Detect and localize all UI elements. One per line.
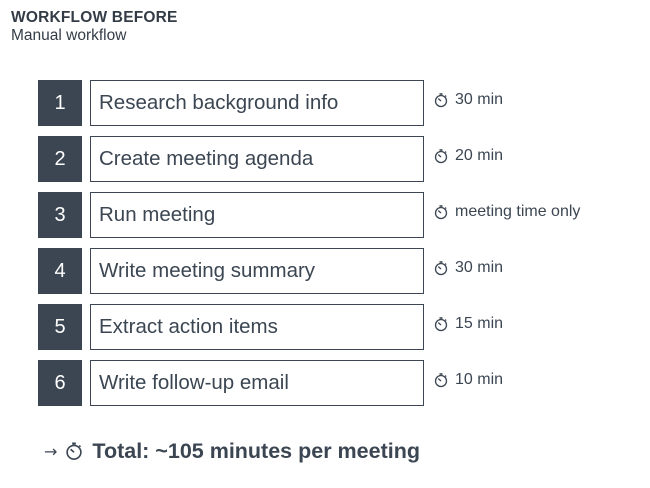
step-box: Write meeting summary [90, 248, 424, 294]
stopwatch-icon [433, 204, 449, 220]
step-label: Write follow-up email [99, 371, 289, 394]
step-duration: 15 min [433, 304, 503, 344]
step-box: Run meeting [90, 192, 424, 238]
step-duration-text: 15 min [455, 315, 504, 332]
stopwatch-icon [433, 92, 449, 108]
stopwatch-icon [433, 260, 449, 276]
stopwatch-icon [64, 441, 84, 461]
step-number-badge: 1 [38, 80, 82, 126]
step-box: Create meeting agenda [90, 136, 424, 182]
step-box: Write follow-up email [90, 360, 424, 406]
stopwatch-icon [433, 372, 449, 388]
step-duration-text: 30 min [455, 259, 504, 276]
step-label: Create meeting agenda [99, 147, 314, 170]
step-duration-text: 30 min [455, 91, 504, 108]
step-duration: meeting time only [433, 192, 580, 232]
step-label: Write meeting summary [99, 259, 316, 282]
stopwatch-icon [433, 148, 449, 164]
step-duration: 30 min [433, 248, 503, 288]
step-box: Research background info [90, 80, 424, 126]
step-box: Extract action items [90, 304, 424, 350]
step-label: Extract action items [99, 315, 278, 338]
step-number-badge: 5 [38, 304, 82, 350]
step-number-badge: 6 [38, 360, 82, 406]
step-label: Research background info [99, 91, 339, 114]
step-duration: 30 min [433, 80, 503, 120]
step-duration: 10 min [433, 360, 503, 400]
total-text: Total: ~105 minutes per meeting [92, 438, 420, 463]
header: WORKFLOW BEFORE Manual workflow [11, 9, 178, 45]
page-title: WORKFLOW BEFORE [11, 9, 178, 26]
page-subtitle: Manual workflow [11, 27, 127, 44]
step-number-badge: 2 [38, 136, 82, 182]
stopwatch-icon [433, 316, 449, 332]
step-number-badge: 4 [38, 248, 82, 294]
step-label: Run meeting [99, 203, 216, 226]
step-duration-text: meeting time only [455, 203, 581, 220]
total-summary: → Total: ~105 minutes per meeting [44, 436, 420, 466]
step-number-badge: 3 [38, 192, 82, 238]
step-duration-text: 20 min [455, 147, 504, 164]
step-duration-text: 10 min [455, 371, 504, 388]
right-arrow-icon: → [44, 441, 58, 461]
step-duration: 20 min [433, 136, 503, 176]
